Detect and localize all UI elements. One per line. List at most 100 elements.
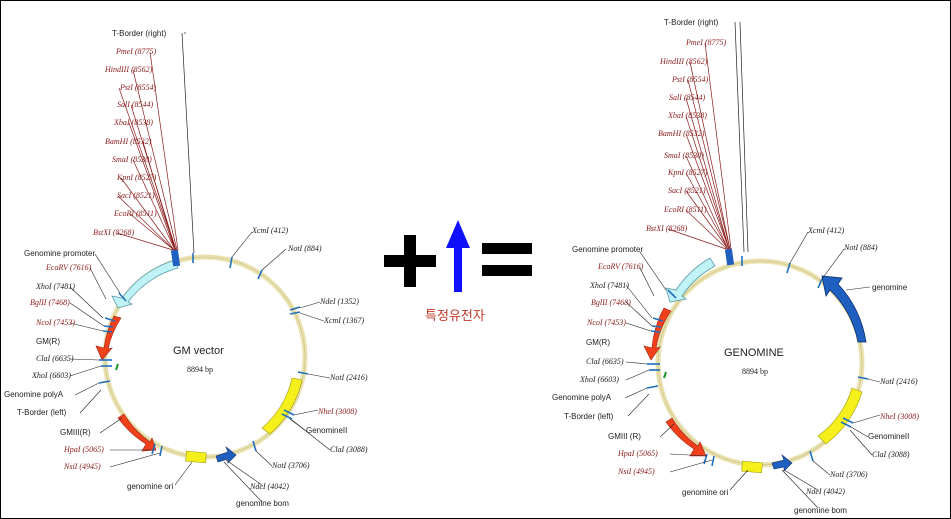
right-label-psti: PstI (8554) xyxy=(671,75,709,84)
right-label-clai-6635: ClaI (6635) xyxy=(586,357,624,366)
left-plasmid-name: GM vector xyxy=(173,345,224,357)
right-label-pmei: PmeI (8775) xyxy=(685,38,727,47)
right-label-ecorv: EcoRV (7616) xyxy=(597,262,644,271)
right-label-clai-3088: ClaI (3088) xyxy=(872,450,910,459)
left-label-xhoi-6603: XhoI (6603) xyxy=(31,371,71,380)
right-label-genomine: genomine xyxy=(872,283,908,292)
specific-gene-label: 특정유전자 xyxy=(425,309,485,324)
left-label-xcmi-1367: XcmI (1367) xyxy=(323,316,365,325)
left-label-pmei: PmeI (8775) xyxy=(115,47,157,56)
right-label-bglii: BglII (7468) xyxy=(591,298,631,307)
left-label-smai: SmaI (8530) xyxy=(112,155,152,164)
left-label-kpni: KpnI (8527) xyxy=(116,173,157,182)
right-label-ncoi: NcoI (7453) xyxy=(586,318,626,327)
right-label-hindiii: HindIII (8562) xyxy=(659,57,708,66)
left-label-bglii: BglII (7468) xyxy=(30,298,70,307)
right-polya-mark xyxy=(663,371,667,379)
right-label-t-border-left: T-Border (left) xyxy=(564,412,614,421)
left-label-genomine-ori: genomine ori xyxy=(127,482,173,491)
right-promoter-arrow xyxy=(665,257,716,303)
right-label-gm-r: GM(R) xyxy=(586,338,610,347)
left-label-clai-3088: ClaI (3088) xyxy=(330,445,368,454)
left-label-nsii: NsiI (4945) xyxy=(63,462,101,471)
left-label-ecorv: EcoRV (7616) xyxy=(45,263,92,272)
right-label-ndei-4042: NdeI (4042) xyxy=(805,487,845,496)
left-label-genomine-bom: genomine bom xyxy=(236,499,289,508)
left-label-hpai: HpaI (5065) xyxy=(63,445,104,454)
left-label-xbai: XbaI (8538) xyxy=(113,118,153,127)
left-label-genomineii: GenomineII xyxy=(306,426,347,435)
left-plasmid-size: 8894 bp xyxy=(187,365,213,374)
right-plasmid-size: 8894 bp xyxy=(742,367,768,376)
right-label-smai: SmaI (8530) xyxy=(664,151,704,160)
left-label-clai-6635: ClaI (6635) xyxy=(36,354,74,363)
left-label-noti-3706: NotI (3706) xyxy=(271,461,310,470)
left-label-bamhi: BamHI (8532) xyxy=(105,137,152,146)
right-gmiii-resistance-arrow xyxy=(665,417,707,457)
right-label-kpni: KpnI (8527) xyxy=(667,168,708,177)
right-label-noti-3706: NotI (3706) xyxy=(829,470,868,479)
left-label-noti-2416: NotI (2416) xyxy=(329,373,368,382)
left-label-genomine-polya: Genomine polyA xyxy=(4,390,64,399)
arrow-shaft xyxy=(454,246,462,292)
left-gmiii-resistance-arrow xyxy=(117,413,157,452)
right-label-ecori: EcoRI (8511) xyxy=(663,205,707,214)
right-label-nsii: NsiI (4945) xyxy=(617,467,655,476)
right-label-xbai: XbaI (8538) xyxy=(667,111,707,120)
right-label-genomine-bom: genomine bom xyxy=(794,506,847,515)
left-label-t-border-left: T-Border (left) xyxy=(17,408,67,417)
right-label-genomineii: GenomineII xyxy=(868,432,909,441)
right-label-nhei: NheI (3008) xyxy=(879,412,919,421)
left-label-nhei: NheI (3008) xyxy=(317,407,357,416)
right-label-saci: SacI (8521) xyxy=(668,186,706,195)
equation xyxy=(384,220,532,292)
left-label-gmiii-r: GMIII(R) xyxy=(60,428,91,437)
left-label-sali: SalI (8544) xyxy=(117,100,154,109)
equals-sign-bottom xyxy=(482,265,532,276)
right-label-sali: SalI (8544) xyxy=(669,93,706,102)
left-bom-arrow xyxy=(215,446,237,464)
right-label-noti-2416: NotI (2416) xyxy=(879,377,918,386)
right-label-xhoi-6603: XhoI (6603) xyxy=(579,375,619,384)
right-label-xhoi-7481: XhoI (7481) xyxy=(589,281,629,290)
left-label-ndei-4042: NdeI (4042) xyxy=(249,482,289,491)
right-label-t-border-right: T-Border (right) xyxy=(664,18,719,27)
left-label-ecori: EcoRI (8511) xyxy=(113,209,157,218)
plus-sign-vertical xyxy=(404,235,416,287)
left-polya-mark xyxy=(115,363,119,371)
right-genomine-insert-arrow xyxy=(821,275,867,343)
left-gm-resistance-arrow xyxy=(95,315,122,361)
right-label-gmiii-r: GMIII (R) xyxy=(608,432,641,441)
left-label-xcmi-412: XcmI (412) xyxy=(251,226,289,235)
left-label-gm-r: GM(R) xyxy=(36,337,60,346)
right-label-genomine-promoter: Genomine promoter xyxy=(572,245,643,254)
left-genomineii-box xyxy=(261,377,303,435)
left-plasmid-map: T-Border (right) PmeI (8775) HindIII (85… xyxy=(4,29,368,508)
right-plasmid-name: GENOMINE xyxy=(724,347,784,359)
left-label-ndei-1352: NdeI (1352) xyxy=(319,297,359,306)
right-label-genomine-ori: genomine ori xyxy=(682,488,728,497)
right-label-noti-884: NotI (884) xyxy=(843,243,878,252)
left-label-noti-884: NotI (884) xyxy=(287,244,322,253)
left-label-ncoi: NcoI (7453) xyxy=(35,318,75,327)
left-label-t-border-right: T-Border (right) xyxy=(112,29,167,38)
right-label-bstxi: BstXI (8268) xyxy=(646,224,687,233)
right-ori-box xyxy=(741,460,763,474)
right-bom-arrow xyxy=(771,454,793,472)
up-arrow-icon xyxy=(446,220,470,248)
right-label-bamhi: BamHI (8532) xyxy=(658,129,705,138)
equals-sign-top xyxy=(482,243,532,254)
right-label-xcmi-412: XcmI (412) xyxy=(807,226,845,235)
left-label-hindiii: HindIII (8562) xyxy=(104,65,153,74)
right-genomineii-box xyxy=(817,387,863,445)
left-promoter-arrow xyxy=(111,259,179,309)
left-label-saci: SacI (8521) xyxy=(117,191,155,200)
left-label-bstxi: BstXI (8268) xyxy=(93,228,134,237)
left-label-xhoi-7481: XhoI (7481) xyxy=(35,282,75,291)
right-label-genomine-polya: Genomine polyA xyxy=(552,393,612,402)
right-plasmid-map: T-Border (right) PmeI (8775) HindIII (85… xyxy=(552,18,919,515)
left-label-psti: PstI (8554) xyxy=(119,83,157,92)
left-ori-box xyxy=(185,450,207,464)
right-label-hpai: HpaI (5065) xyxy=(617,449,658,458)
